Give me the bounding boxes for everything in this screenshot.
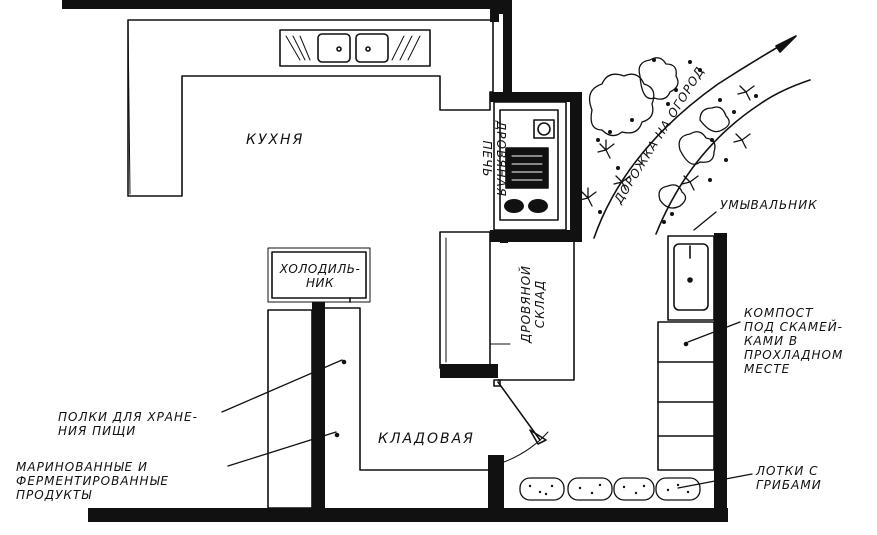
kitchen-counter xyxy=(127,19,494,197)
wood-stove-label: ДРОВЯНАЯ ПЕЧЬ xyxy=(480,120,508,198)
double-sink-icon xyxy=(279,29,431,67)
woodshed-label: ДРОВЯНОЙ СКЛАД xyxy=(519,264,547,344)
wood-stove-icon xyxy=(493,101,567,231)
compost-label: КОМПОСТ ПОД СКАМЕЙ- КАМИ В ПРОХЛАДНОМ МЕ… xyxy=(744,306,844,376)
mushroom-trays xyxy=(519,477,701,501)
fridge xyxy=(267,247,371,303)
garden-path xyxy=(593,39,811,239)
trays-label: ЛОТКИ С ГРИБАМИ xyxy=(756,464,822,492)
pantry-label: КЛАДОВАЯ xyxy=(378,431,475,447)
path-arrow-icon xyxy=(775,35,797,53)
shelves-label: ПОЛКИ ДЛЯ ХРАНЕ- НИЯ ПИЩИ xyxy=(58,410,198,438)
compost-benches xyxy=(657,321,715,471)
walls xyxy=(62,0,728,522)
washbasin-icon xyxy=(667,235,715,321)
leader-lines xyxy=(221,211,753,489)
fridge-label: ХОЛОДИЛЬ- НИК xyxy=(279,262,361,290)
woodshed xyxy=(439,231,575,381)
wood-stove-label-box: ДРОВЯНАЯ ПЕЧЬ xyxy=(454,121,534,197)
woodshed-label-box: ДРОВЯНОЙ СКЛАД xyxy=(488,265,578,343)
garden-path-label-box: ДОРОЖКА НА ОГОРОД xyxy=(580,64,770,206)
pickled-label: МАРИНОВАННЫЕ И ФЕРМЕНТИРОВАННЫЕ ПРОДУКТЫ xyxy=(16,460,169,502)
shrub-icon xyxy=(579,57,758,224)
door-swing-icon xyxy=(493,379,549,463)
kitchen-label: КУХНЯ xyxy=(246,132,305,148)
pantry-shelves xyxy=(267,307,489,509)
washstand-label: УМЫВАЛЬНИК xyxy=(720,198,818,212)
